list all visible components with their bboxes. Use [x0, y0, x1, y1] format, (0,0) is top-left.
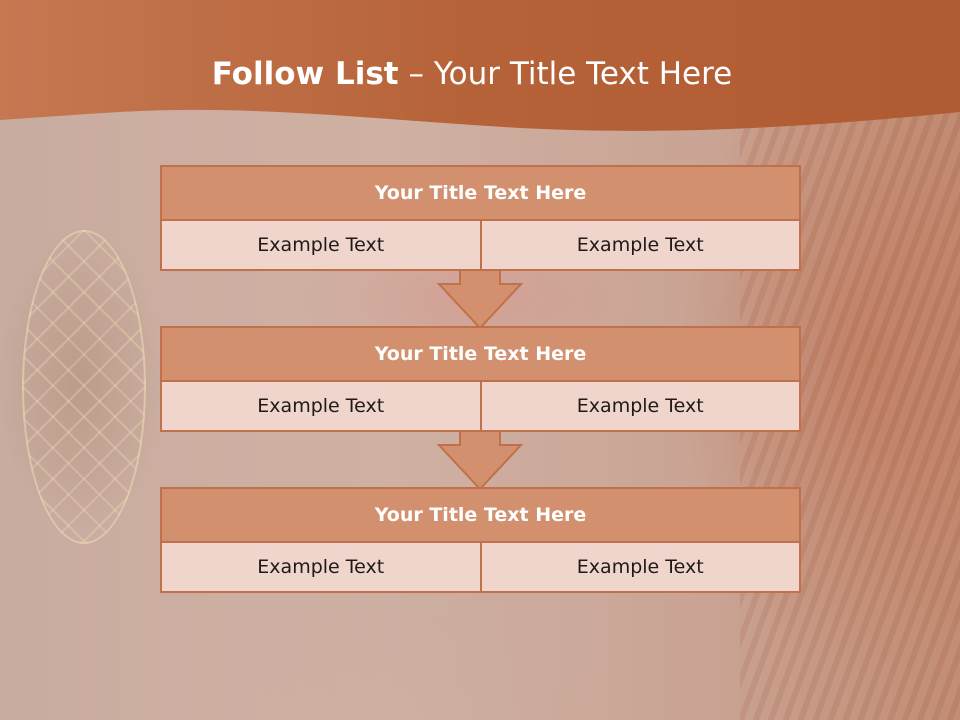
- block-cell-left: Example Text: [160, 543, 482, 593]
- header-band: Follow List – Your Title Text Here: [0, 0, 960, 140]
- block-row: Example Text Example Text: [160, 543, 801, 593]
- block-title: Your Title Text Here: [160, 326, 801, 382]
- block-row: Example Text Example Text: [160, 221, 801, 271]
- list-block-2: Your Title Text Here Example Text Exampl…: [160, 326, 801, 432]
- block-title: Your Title Text Here: [160, 487, 801, 543]
- block-cell-right: Example Text: [481, 382, 801, 432]
- down-arrow-icon: [437, 431, 523, 491]
- block-cell-left: Example Text: [160, 382, 482, 432]
- header-wave-shape: [0, 0, 960, 131]
- block-title: Your Title Text Here: [160, 165, 801, 221]
- block-cell-right: Example Text: [481, 221, 801, 271]
- page-title-strong: Follow List: [211, 56, 399, 92]
- page-title-rest: – Your Title Text Here: [398, 56, 733, 92]
- down-arrow-icon: [437, 270, 523, 330]
- earring-decoration: [22, 230, 146, 544]
- block-row: Example Text Example Text: [160, 382, 801, 432]
- block-cell-right: Example Text: [481, 543, 801, 593]
- list-block-3: Your Title Text Here Example Text Exampl…: [160, 487, 801, 593]
- list-block-1: Your Title Text Here Example Text Exampl…: [160, 165, 801, 271]
- page-title: Follow List – Your Title Text Here: [0, 56, 944, 92]
- block-cell-left: Example Text: [160, 221, 482, 271]
